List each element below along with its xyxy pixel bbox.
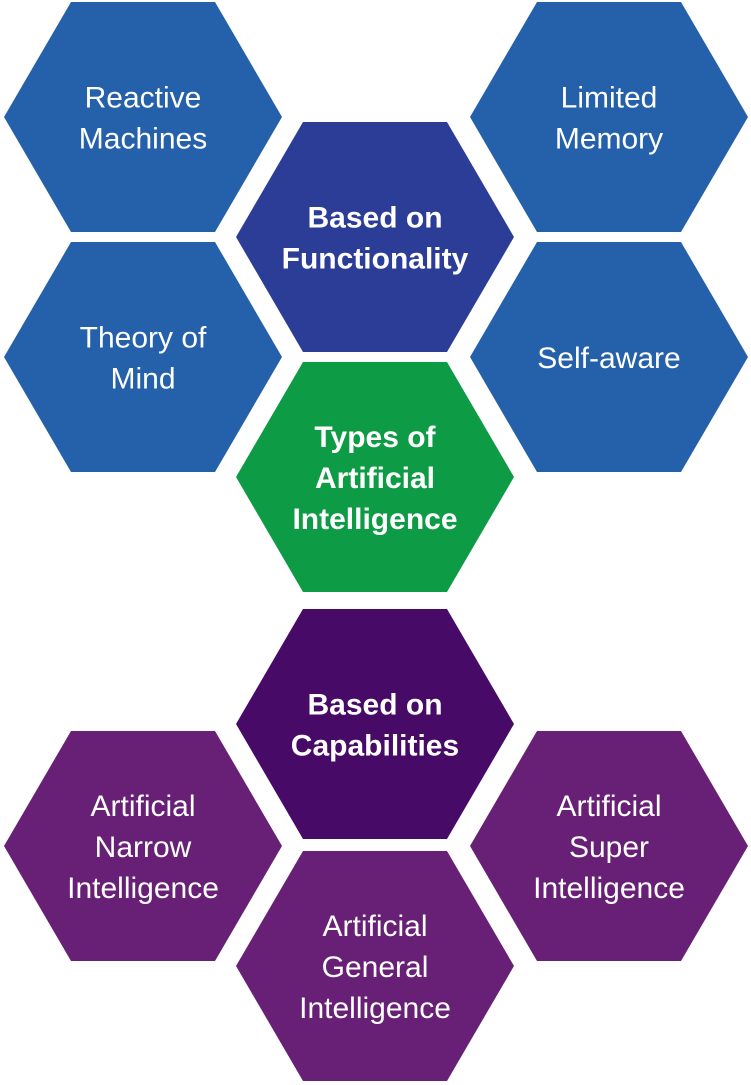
hexagon-shape	[236, 362, 514, 592]
hexagon-label-line: Based on	[307, 688, 442, 721]
hexagon-label-line: Types of	[314, 421, 436, 454]
hexagon-label: Self-aware	[537, 342, 680, 375]
hexagon-label-line: Narrow	[95, 831, 192, 864]
hexagon-label-line: Artificial	[556, 790, 661, 823]
hexagon-label-line: Super	[569, 831, 649, 864]
hexagon-shape	[470, 2, 748, 232]
hexagon-label-line: Functionality	[282, 242, 469, 275]
hexagon-label-line: Memory	[555, 122, 663, 155]
hexagon-label-line: Intelligence	[533, 872, 685, 905]
hexagon-label-line: Artificial	[90, 790, 195, 823]
hexagon-label-line: Limited	[561, 81, 658, 114]
hexagon-shape	[470, 731, 748, 961]
hexagon-theory-of-mind: Theory of Mind	[4, 242, 282, 472]
hexagon-label-line: Mind	[110, 362, 175, 395]
hexagon-shape	[4, 2, 282, 232]
hexagon-label-line: Artificial	[315, 462, 435, 495]
hexagon-label-line: Theory of	[80, 321, 207, 354]
hexagon-label-line: Intelligence	[67, 872, 219, 905]
hexagon-label-line: Machines	[79, 122, 207, 155]
hexagon-shape	[236, 609, 514, 839]
hexagon-based-on-functionality: Based on Functionality	[236, 122, 514, 352]
hexagon-label: Based on Capabilities	[291, 688, 459, 762]
hexagon-label-line: Intelligence	[299, 992, 451, 1025]
hexagon-shape	[470, 242, 748, 472]
hexagon-label-line: Intelligence	[292, 503, 457, 536]
hexagon-label-line: Capabilities	[291, 729, 459, 762]
hexagon-shape	[4, 731, 282, 961]
hexagon-label-line: Reactive	[85, 81, 202, 114]
hexagon-label-line: Based on	[307, 201, 442, 234]
hexagon-label-line: Artificial	[322, 910, 427, 943]
hexagon-shape	[236, 851, 514, 1081]
hexagon-label-line: Self-aware	[537, 342, 680, 375]
hexagon-label: Theory of Mind	[80, 321, 207, 395]
hexagon-label-line: General	[322, 951, 429, 984]
hexagon-shape	[4, 242, 282, 472]
hexagon-self-aware: Self-aware	[470, 242, 748, 472]
hexagon-label: Based on Functionality	[282, 201, 469, 275]
hexagon-based-on-capabilities: Based on Capabilities	[236, 609, 514, 839]
hexagon-shape	[236, 122, 514, 352]
